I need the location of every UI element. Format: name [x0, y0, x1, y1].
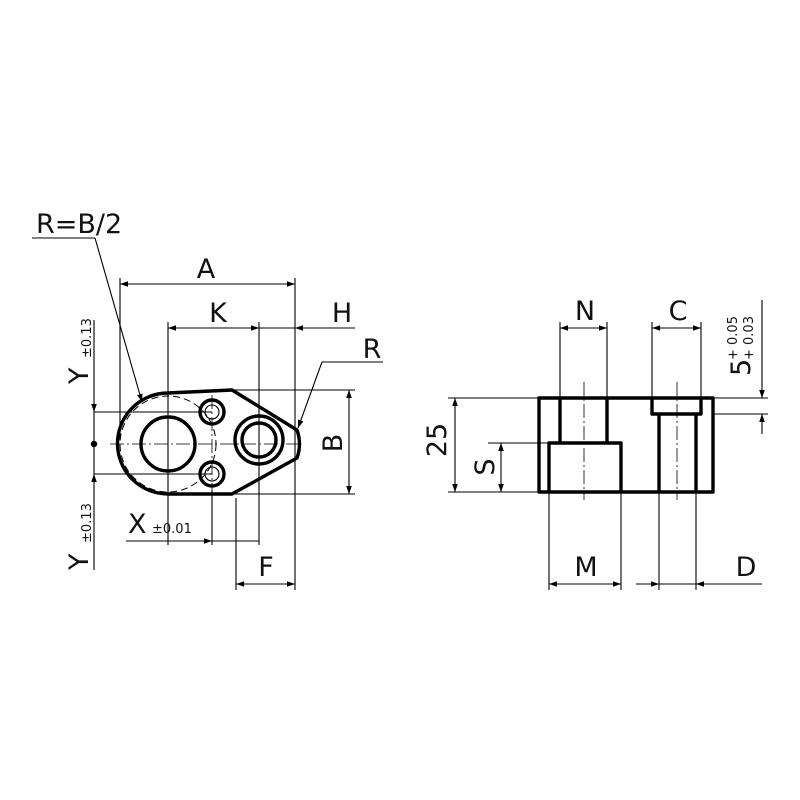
dim-25-label: 25 [422, 423, 453, 457]
dim-S-label: S [470, 458, 501, 475]
bore-small [558, 398, 609, 443]
leader-radius-note [94, 237, 143, 403]
top-view: A K H R R=B/2 B Y ±0.13 Y ±0.13 X ±0.0 [32, 209, 383, 590]
top-view-outline [115, 388, 302, 496]
dim-F-label: F [258, 552, 274, 583]
dim-K-label: K [209, 298, 228, 329]
through-hole-D [657, 414, 698, 492]
dim-X-label: X [128, 509, 147, 540]
dim-M-label: M [574, 552, 597, 583]
dim-Y-lower-label: Y [64, 553, 95, 571]
dim-B-label: B [318, 434, 349, 453]
dim-H-label: H [332, 298, 352, 329]
bore-large [547, 441, 623, 492]
dim-depth-label: 5 [726, 359, 757, 376]
side-view-body [537, 396, 715, 494]
dim-C-label: C [669, 296, 688, 327]
dim-R-label: R [363, 334, 382, 365]
radius-note-label: R=B/2 [36, 209, 122, 240]
dim-depth-tol-upper: + 0.05 [726, 316, 741, 360]
dim-A-label: A [197, 254, 216, 285]
dim-N-label: N [575, 296, 595, 327]
leader-R [297, 361, 323, 429]
dim-Y-upper-tol: ±0.13 [80, 318, 95, 358]
dim-Y-lower-tol: ±0.13 [80, 503, 95, 543]
counterbore-C [650, 398, 703, 416]
side-view: 25 S N C M D 5 + 0.05 + 0.03 [422, 296, 768, 590]
dim-D-label: D [736, 552, 757, 583]
dim-Y-upper-label: Y [64, 367, 95, 385]
dim-X-tol: ±0.01 [152, 522, 192, 537]
datum-dot [90, 440, 98, 448]
dim-depth-tol-lower: + 0.03 [742, 316, 757, 360]
